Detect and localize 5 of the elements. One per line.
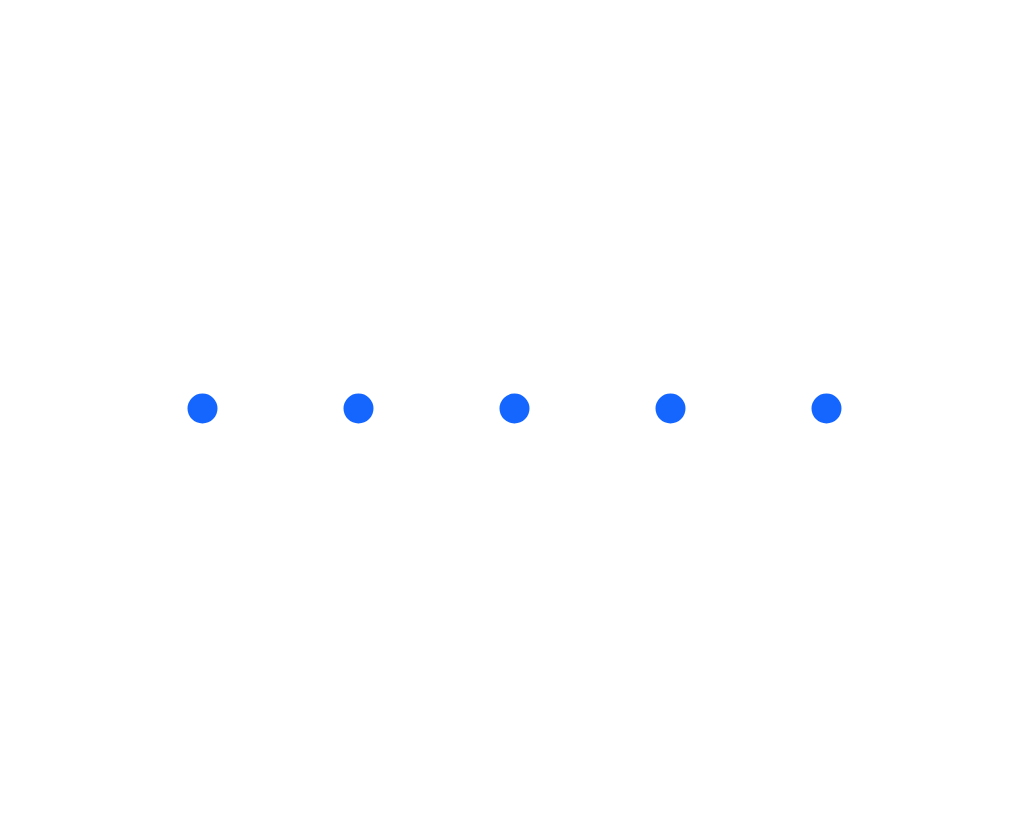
node-circle [811, 393, 841, 423]
node-circle [499, 393, 529, 423]
node-circle [343, 393, 373, 423]
node-circle [655, 393, 685, 423]
node-circle [187, 393, 217, 423]
